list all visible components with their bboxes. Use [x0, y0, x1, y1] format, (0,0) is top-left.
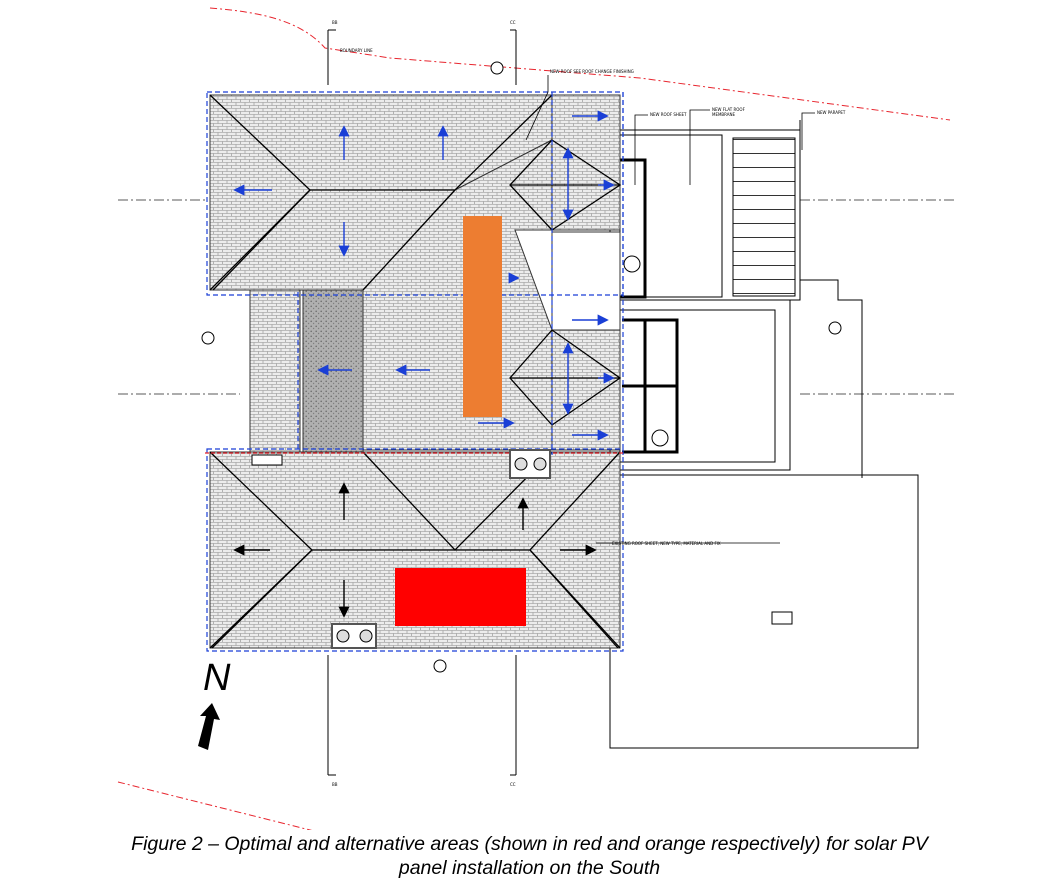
skylight-frames [565, 158, 679, 454]
note-new-flat-roof: NEW FLAT ROOF [712, 107, 746, 112]
grid-lines [118, 199, 955, 395]
section-b-top: BB [332, 20, 338, 25]
boundary-label: BOUNDARY LINE [340, 48, 373, 53]
section-c-bottom: CC [510, 782, 516, 787]
note-existing-roof: EXISTING ROOF SHEET, NEW TYPE, MATERIAL … [612, 541, 721, 546]
north-label: N [203, 657, 231, 699]
figure-caption: Figure 2 – Optimal and alternative areas… [0, 832, 1059, 880]
section-b-bottom: BB [332, 782, 338, 787]
drainage-arrows-black [233, 482, 597, 618]
annotation-leaders [525, 75, 815, 544]
north-arrow-icon [198, 703, 220, 750]
staircase [732, 137, 796, 297]
note-new-roof: NEW ROOF SEE ROOF CHANGE FINISHING [550, 69, 634, 74]
chimney-top [509, 449, 551, 479]
caption-line-2: panel installation on the South [398, 857, 661, 879]
note-new-roof-sheet: NEW ROOF SHEET [650, 112, 687, 117]
section-markers [327, 29, 517, 776]
optimal-pv-area [395, 568, 526, 626]
roof-areas [209, 94, 621, 649]
alternative-pv-area [463, 216, 502, 417]
boundary-line [209, 7, 951, 121]
note-new-parapet: NEW PARAPET [817, 110, 846, 115]
gutter-outline [206, 91, 624, 652]
section-c-top: CC [510, 20, 516, 25]
small-vent [251, 454, 283, 466]
drainage-arrows-blue [233, 110, 615, 441]
roof-plan-diagram: BOUNDARY LINE BB CC BB CC [117, 7, 955, 830]
boundary-line-lower [117, 781, 313, 830]
roof-ridge-lines [209, 94, 622, 649]
caption-line-1: Figure 2 – Optimal and alternative areas… [131, 833, 928, 855]
chimney-bottom [331, 623, 377, 649]
note-membrane: MEMBRANE [712, 112, 736, 117]
level-markers [201, 61, 842, 673]
